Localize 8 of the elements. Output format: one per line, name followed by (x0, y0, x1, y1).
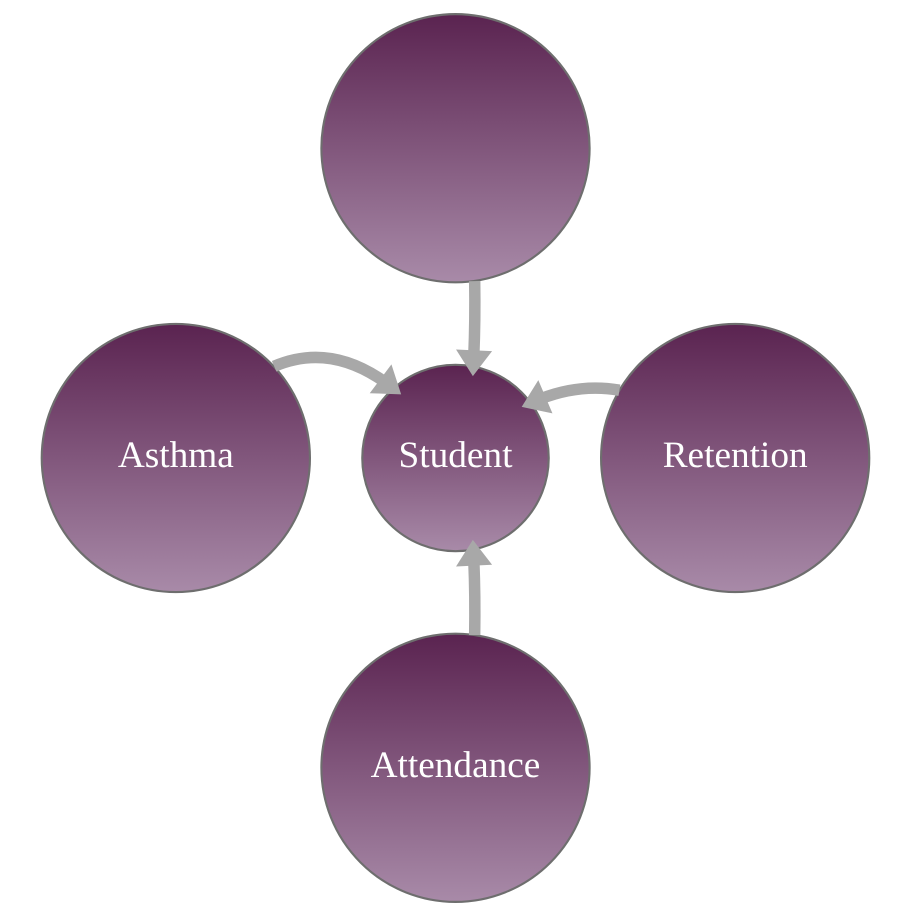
arrow (521, 380, 620, 414)
arrow (456, 540, 492, 636)
arrow (272, 352, 401, 394)
node-circle: Retention (600, 322, 870, 594)
arrow (456, 281, 492, 376)
node-circle: Attendance (320, 632, 590, 903)
node-circle: Asthma (40, 322, 310, 594)
node-circle (320, 13, 590, 284)
